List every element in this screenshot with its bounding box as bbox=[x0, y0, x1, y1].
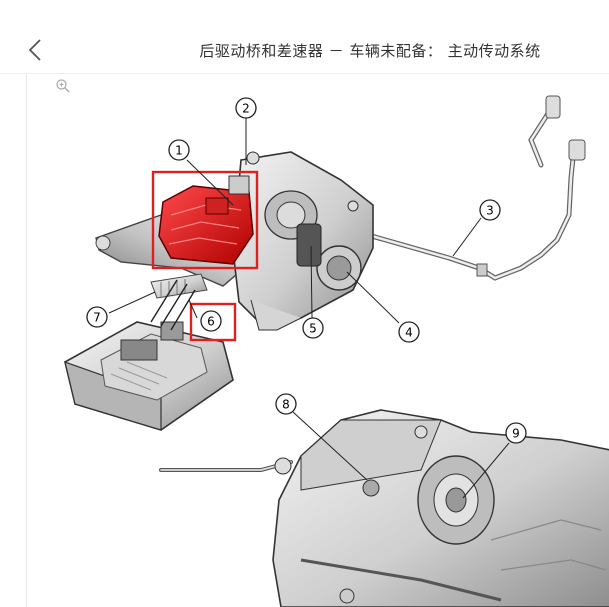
callout-1[interactable]: 1 bbox=[168, 139, 190, 161]
header-divider bbox=[0, 73, 609, 74]
zoom-in-icon[interactable] bbox=[55, 78, 71, 94]
callout-label-2: 2 bbox=[242, 102, 250, 116]
callout-label-1: 1 bbox=[175, 144, 183, 158]
leader-lines bbox=[108, 118, 510, 499]
control-module bbox=[64, 279, 234, 431]
callout-label-4: 4 bbox=[405, 326, 413, 340]
callout-4[interactable]: 4 bbox=[398, 321, 420, 343]
highlight-box-6 bbox=[189, 302, 237, 342]
chevron-left-icon[interactable] bbox=[22, 36, 50, 64]
callout-5[interactable]: 5 bbox=[302, 317, 324, 339]
highlight-box-1 bbox=[151, 170, 259, 270]
callout-label-5: 5 bbox=[309, 322, 317, 336]
callout-6[interactable]: 6 bbox=[200, 310, 222, 332]
callout-2[interactable]: 2 bbox=[235, 97, 257, 119]
lower-drive-unit bbox=[159, 409, 609, 607]
differential-housing bbox=[232, 151, 374, 331]
diagram-viewer[interactable]: 1 2 3 4 5 6 7 8 9 bbox=[26, 74, 609, 607]
diagram-image: 1 2 3 4 5 6 7 8 9 bbox=[64, 95, 609, 607]
page-title: 后驱动桥和差速器 － 车辆未配备： 主动传动系统 bbox=[199, 42, 541, 60]
callout-label-7: 7 bbox=[93, 311, 101, 325]
drive-shaft bbox=[150, 273, 208, 299]
highlighted-component-1 bbox=[158, 175, 254, 265]
header-bar: 后驱动桥和差速器 － 车辆未配备： 主动传动系统 bbox=[0, 0, 609, 72]
callout-3[interactable]: 3 bbox=[479, 199, 501, 221]
callout-label-3: 3 bbox=[486, 204, 494, 218]
callout-label-9: 9 bbox=[512, 427, 520, 441]
callout-7[interactable]: 7 bbox=[86, 306, 108, 328]
callout-label-8: 8 bbox=[282, 398, 290, 412]
callout-9[interactable]: 9 bbox=[505, 422, 527, 444]
callout-8[interactable]: 8 bbox=[275, 393, 297, 415]
pipe-assembly bbox=[358, 95, 586, 281]
callout-label-6: 6 bbox=[207, 315, 215, 329]
